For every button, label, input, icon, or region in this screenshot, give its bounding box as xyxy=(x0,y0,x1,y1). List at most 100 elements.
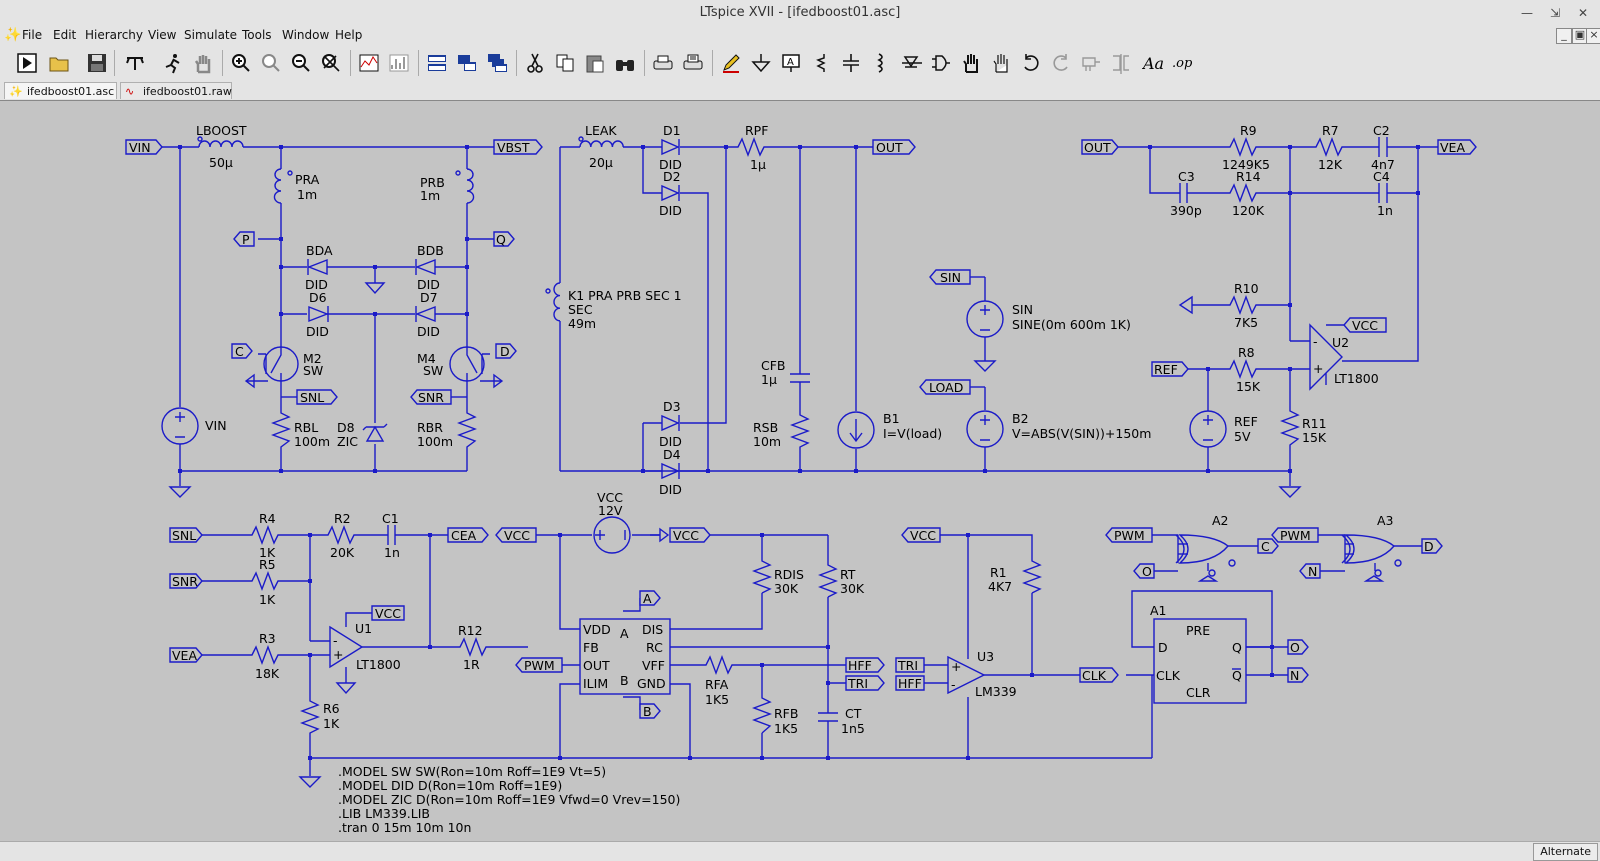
r2-symbol[interactable] xyxy=(322,525,362,545)
a2-gate-symbol[interactable] xyxy=(1175,534,1236,582)
r9-symbol[interactable] xyxy=(1226,137,1262,157)
r4-symbol[interactable] xyxy=(246,525,284,545)
zoom-in-icon[interactable] xyxy=(228,50,254,76)
save-icon[interactable] xyxy=(84,50,110,76)
pencil-icon[interactable] xyxy=(718,50,744,76)
find-icon[interactable] xyxy=(612,50,638,76)
inductor-icon[interactable] xyxy=(868,50,894,76)
r14-symbol[interactable] xyxy=(1226,183,1262,203)
r7-symbol[interactable] xyxy=(1312,137,1348,157)
net-label[interactable]: VCC xyxy=(910,528,936,543)
net-label[interactable]: TRI xyxy=(897,658,918,673)
tile-vertical-icon[interactable] xyxy=(454,50,480,76)
r1-symbol[interactable] xyxy=(1022,557,1042,594)
r10-symbol[interactable] xyxy=(1226,295,1262,315)
net-label[interactable]: N xyxy=(1290,668,1299,683)
net-label[interactable]: VCC xyxy=(504,528,530,543)
label-net-icon[interactable]: A xyxy=(778,50,804,76)
rfa-symbol[interactable] xyxy=(700,655,738,675)
zoom-pan-icon[interactable] xyxy=(258,50,284,76)
net-label[interactable]: CEA xyxy=(451,528,477,543)
autorange-icon[interactable] xyxy=(356,50,382,76)
pra-symbol[interactable] xyxy=(273,168,282,204)
redo-icon[interactable] xyxy=(1048,50,1074,76)
ct-symbol[interactable] xyxy=(818,712,838,722)
d2-symbol[interactable] xyxy=(661,184,680,202)
diode-icon[interactable] xyxy=(898,50,924,76)
tab-waveform[interactable]: ∿ifedboost01.raw xyxy=(120,82,232,99)
net-label[interactable]: VEA xyxy=(1440,140,1465,155)
component-icon[interactable] xyxy=(928,50,954,76)
copy-icon[interactable] xyxy=(552,50,578,76)
directive-line[interactable]: .MODEL ZIC D(Ron=10m Roff=1E9 Vfwd=0 Vre… xyxy=(338,792,680,807)
rdis-symbol[interactable] xyxy=(752,556,772,594)
d3-symbol[interactable] xyxy=(661,414,680,432)
tile-horizontal-icon[interactable] xyxy=(424,50,450,76)
close-button[interactable]: ✕ xyxy=(1577,6,1589,20)
drag-icon[interactable] xyxy=(988,50,1014,76)
r12-symbol[interactable] xyxy=(454,637,492,657)
c1-symbol[interactable] xyxy=(384,525,398,545)
net-label[interactable]: N xyxy=(1308,564,1317,579)
b1-symbol[interactable] xyxy=(837,411,875,449)
rotate-icon[interactable] xyxy=(1078,50,1104,76)
resistor-icon[interactable] xyxy=(808,50,834,76)
net-label[interactable]: OUT xyxy=(876,140,903,155)
d4-symbol[interactable] xyxy=(661,462,680,480)
u1-symbol[interactable]: -+ xyxy=(329,625,364,669)
a1-flipflop-symbol[interactable] xyxy=(1153,618,1247,704)
pause-icon[interactable] xyxy=(190,50,216,76)
menu-hierarchy[interactable]: Hierarchy xyxy=(85,28,144,42)
leak-symbol[interactable] xyxy=(579,140,624,148)
menu-help[interactable]: Help xyxy=(335,28,363,42)
r3-symbol[interactable] xyxy=(246,645,284,665)
a3-gate-symbol[interactable] xyxy=(1341,534,1402,582)
net-label[interactable]: CLK xyxy=(1082,668,1107,683)
vin-symbol[interactable] xyxy=(161,407,199,445)
controller-ic-symbol[interactable] xyxy=(579,618,671,695)
zoom-out-icon[interactable] xyxy=(288,50,314,76)
tab-schematic[interactable]: ✨ifedboost01.asc xyxy=(4,82,117,99)
net-label[interactable]: D xyxy=(500,344,510,359)
vcc-source-symbol[interactable] xyxy=(593,516,631,554)
net-label[interactable]: PWM xyxy=(1114,528,1145,543)
net-label[interactable]: VEA xyxy=(172,648,197,663)
net-label[interactable]: SIN xyxy=(940,270,961,285)
mirror-icon[interactable] xyxy=(1108,50,1134,76)
b2-symbol[interactable] xyxy=(966,410,1004,448)
spice-directives[interactable]: .MODEL SW SW(Ron=10m Roff=1E9 Vt=5) .MOD… xyxy=(338,764,680,835)
net-label[interactable]: PWM xyxy=(1280,528,1311,543)
control-panel-icon[interactable] xyxy=(122,50,148,76)
net-label[interactable]: SNL xyxy=(300,390,324,405)
net-label[interactable]: VBST xyxy=(497,140,530,155)
ltspice-icon[interactable]: ✨ xyxy=(4,27,22,43)
net-label[interactable]: LOAD xyxy=(929,380,963,395)
menu-view[interactable]: View xyxy=(148,28,177,42)
ground-icon[interactable] xyxy=(748,50,774,76)
net-label[interactable]: REF xyxy=(1154,362,1178,377)
net-label[interactable]: VCC xyxy=(1352,318,1378,333)
c4-symbol[interactable] xyxy=(1370,183,1396,203)
m4-symbol[interactable] xyxy=(449,346,504,389)
net-label[interactable]: SNL xyxy=(172,528,196,543)
directive-line[interactable]: .MODEL SW SW(Ron=10m Roff=1E9 Vt=5) xyxy=(338,764,606,779)
menu-edit[interactable]: Edit xyxy=(53,28,77,42)
mdi-close-button[interactable]: × xyxy=(1586,28,1600,44)
run-icon[interactable] xyxy=(14,50,40,76)
fft-icon[interactable] xyxy=(386,50,412,76)
net-label[interactable]: HFF xyxy=(848,658,872,673)
net-label[interactable]: C xyxy=(1261,539,1270,554)
net-label[interactable]: C xyxy=(235,344,244,359)
menu-file[interactable]: File xyxy=(22,28,43,42)
u2-symbol[interactable]: -+ xyxy=(1309,323,1343,391)
spice-directive-icon[interactable]: .op xyxy=(1170,50,1196,76)
r5-symbol[interactable] xyxy=(246,571,284,591)
m2-symbol[interactable] xyxy=(244,346,299,389)
net-label[interactable]: P xyxy=(242,232,250,247)
ref-source-symbol[interactable] xyxy=(1189,410,1227,448)
rpf-symbol[interactable] xyxy=(734,137,766,157)
rbr-symbol[interactable] xyxy=(457,409,477,451)
cascade-icon[interactable] xyxy=(484,50,510,76)
rbl-symbol[interactable] xyxy=(271,409,291,451)
bdb-symbol[interactable] xyxy=(415,258,436,276)
